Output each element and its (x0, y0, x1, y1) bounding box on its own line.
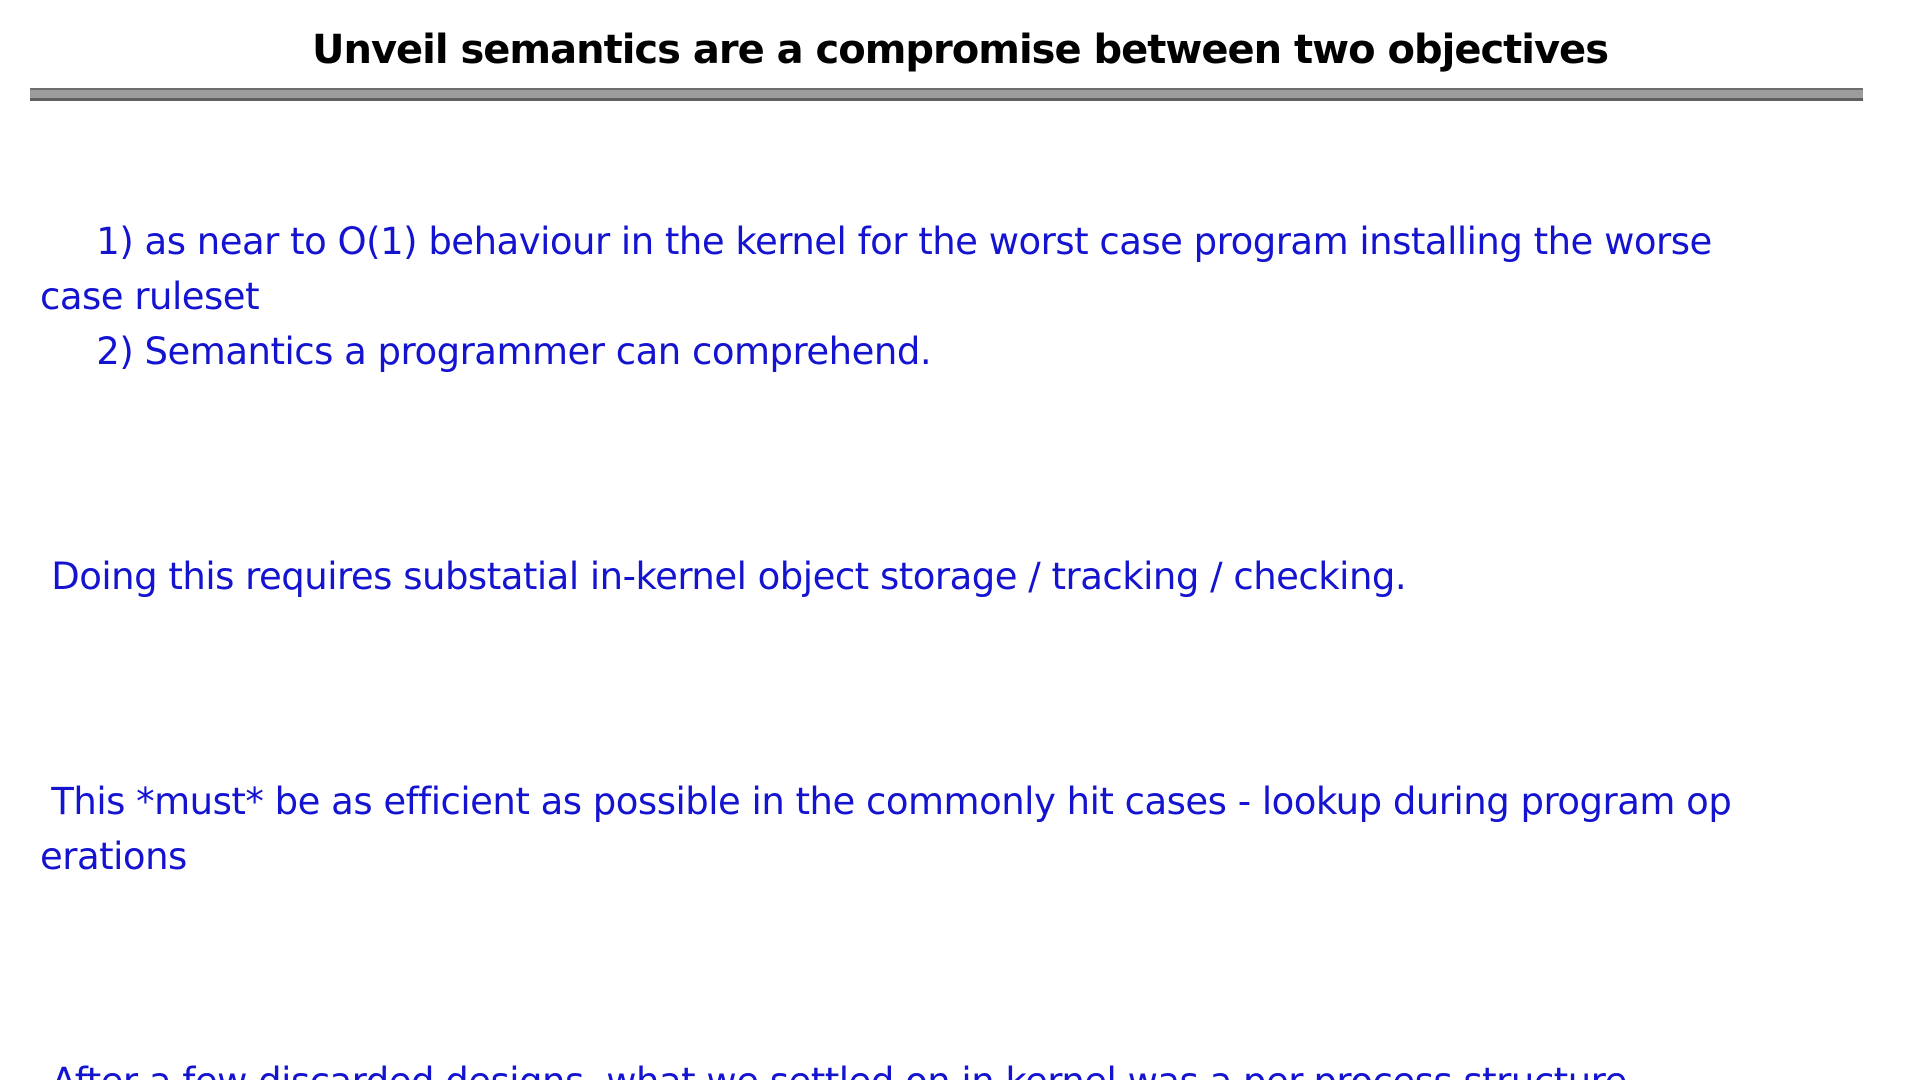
paragraph-efficiency: This *must* be as efficient as possible … (40, 780, 1732, 878)
slide-title: Unveil semantics are a compromise betwee… (311, 27, 1609, 73)
title-divider-rule (30, 88, 1863, 101)
paragraph-objectives-list: 1) as near to O(1) behaviour in the kern… (40, 220, 1712, 373)
slide-body: 1) as near to O(1) behaviour in the kern… (40, 104, 1915, 1080)
paragraph-storage-tracking: Doing this requires substatial in-kernel… (40, 555, 1407, 598)
paragraph-per-process-structure: After a few discarded designs, what we s… (40, 1054, 1915, 1080)
